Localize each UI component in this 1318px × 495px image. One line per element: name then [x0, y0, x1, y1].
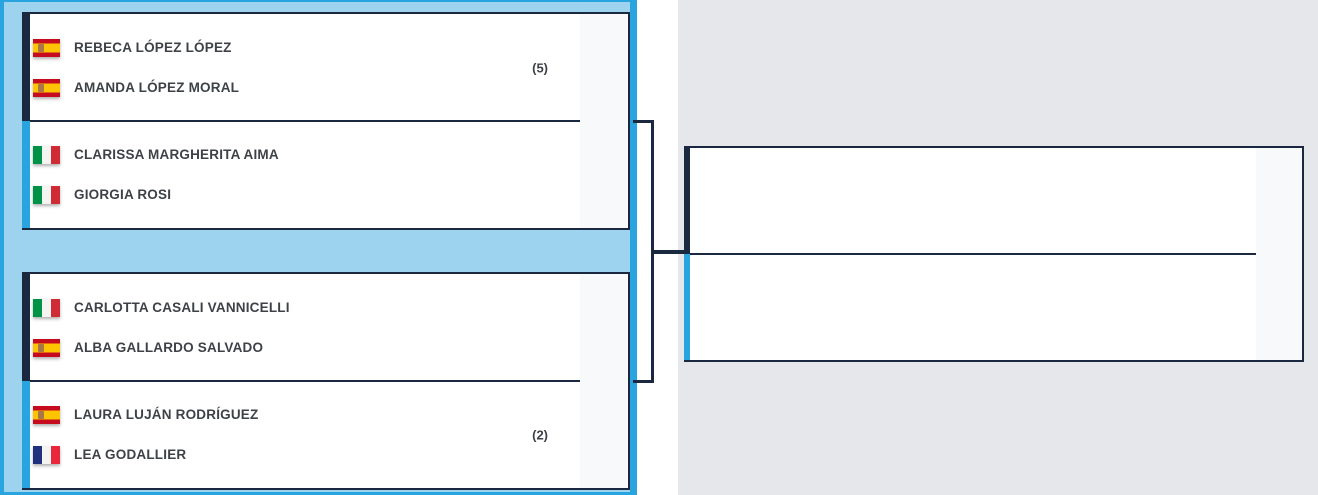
- team-slot-2[interactable]: CLARISSA MARGHERITA AIMA GIORGIA ROSI: [22, 121, 628, 228]
- team-slot-2[interactable]: [684, 254, 1302, 360]
- score-column: [580, 274, 628, 488]
- player-row: GIORGIA ROSI: [32, 176, 628, 214]
- france-flag-icon: [33, 445, 60, 464]
- player-name: REBECA LÓPEZ LÓPEZ: [74, 40, 232, 55]
- next-round-match-box[interactable]: [684, 146, 1304, 362]
- score-column: [1256, 148, 1302, 360]
- italy-flag-icon: [33, 185, 60, 204]
- player-name: ALBA GALLARDO SALVADO: [74, 340, 264, 355]
- italy-flag-icon: [33, 298, 60, 317]
- score-column: [580, 14, 628, 228]
- team-divider: [30, 120, 580, 122]
- bracket-connector-line: [633, 120, 654, 123]
- team-divider: [30, 380, 580, 382]
- player-name: GIORGIA ROSI: [74, 187, 172, 202]
- player-name: AMANDA LÓPEZ MORAL: [74, 80, 240, 95]
- team-divider: [690, 253, 1256, 255]
- spain-flag-icon: [33, 405, 60, 424]
- spain-flag-icon: [33, 338, 60, 357]
- player-name: LAURA LUJÁN RODRÍGUEZ: [74, 407, 259, 422]
- match-box-1[interactable]: REBECA LÓPEZ LÓPEZ AMANDA LÓPEZ MORAL (5…: [22, 12, 630, 230]
- bracket-connector-line: [651, 250, 684, 254]
- player-row: LEA GODALLIER: [32, 436, 628, 474]
- italy-flag-icon: [33, 145, 60, 164]
- seed-badge: (2): [532, 427, 548, 442]
- player-row: REBECA LÓPEZ LÓPEZ: [32, 29, 628, 67]
- match-box-2[interactable]: CARLOTTA CASALI VANNICELLI ALBA GALLARDO…: [22, 272, 630, 490]
- player-row: ALBA GALLARDO SALVADO: [32, 329, 628, 367]
- player-name: CARLOTTA CASALI VANNICELLI: [74, 300, 290, 315]
- team-slot-1[interactable]: CARLOTTA CASALI VANNICELLI ALBA GALLARDO…: [22, 274, 628, 381]
- player-name: LEA GODALLIER: [74, 447, 187, 462]
- spain-flag-icon: [33, 78, 60, 97]
- bracket-connector-line: [633, 380, 654, 383]
- team-slot-1[interactable]: [684, 148, 1302, 254]
- player-name: CLARISSA MARGHERITA AIMA: [74, 147, 279, 162]
- player-row: CLARISSA MARGHERITA AIMA: [32, 136, 628, 174]
- team-slot-2[interactable]: LAURA LUJÁN RODRÍGUEZ LEA GODALLIER (2): [22, 381, 628, 488]
- player-row: LAURA LUJÁN RODRÍGUEZ: [32, 396, 628, 434]
- player-row: CARLOTTA CASALI VANNICELLI: [32, 289, 628, 327]
- spain-flag-icon: [33, 38, 60, 57]
- player-row: AMANDA LÓPEZ MORAL: [32, 69, 628, 107]
- team-slot-1[interactable]: REBECA LÓPEZ LÓPEZ AMANDA LÓPEZ MORAL (5…: [22, 14, 628, 121]
- seed-badge: (5): [532, 60, 548, 75]
